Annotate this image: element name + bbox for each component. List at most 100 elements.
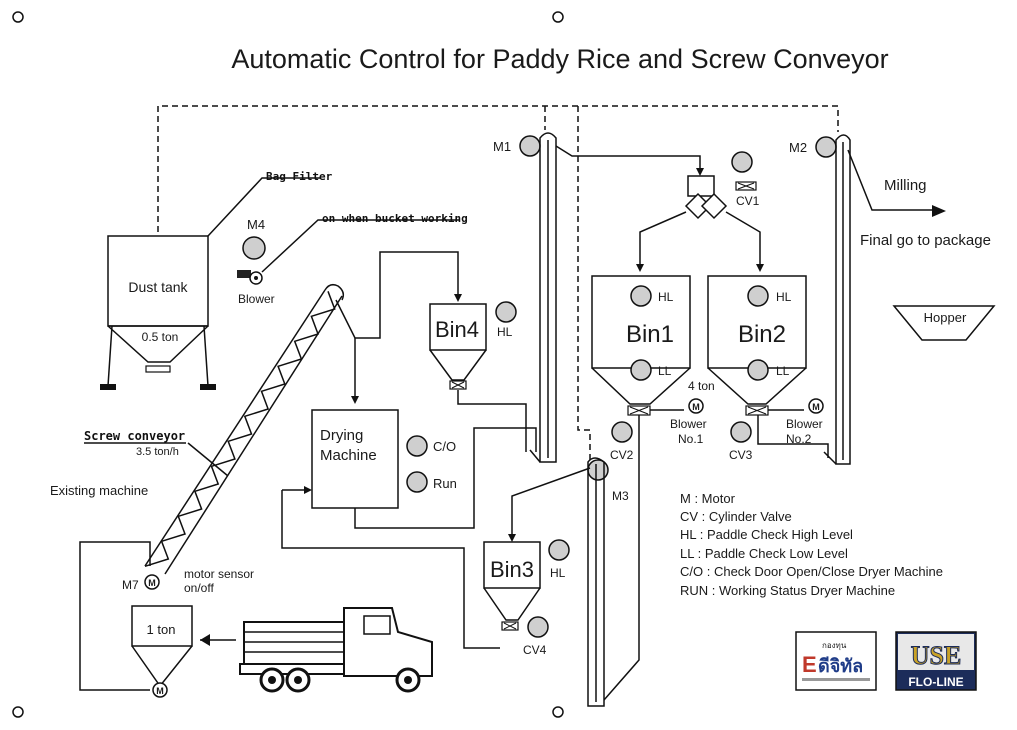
run-label: Run <box>433 476 457 491</box>
svg-text:E: E <box>802 652 817 677</box>
bin2-ll-label: LL <box>776 364 790 378</box>
m1-label: M1 <box>493 139 511 154</box>
bin2-outlet-line <box>757 415 829 458</box>
blower1-label-1: Blower <box>670 417 707 431</box>
milling-line <box>847 149 940 211</box>
bin1-hl-sensor <box>630 285 652 307</box>
drying-machine <box>311 409 399 509</box>
blower1-motor-icon <box>688 398 704 414</box>
dust-tank-capacity: 0.5 ton <box>142 330 179 344</box>
svg-text:M: M <box>156 686 164 696</box>
corner-hole-top-center <box>552 11 564 23</box>
co-sensor <box>406 435 428 457</box>
dryer-return-line <box>281 490 500 649</box>
bin3-hl-sensor <box>548 539 570 561</box>
svg-text:FLO-LINE: FLO-LINE <box>908 675 963 689</box>
m1-to-cv1 <box>555 145 701 174</box>
cv4-label: CV4 <box>523 643 547 657</box>
svg-text:M: M <box>692 402 700 412</box>
hopper-motor-icon <box>152 682 168 698</box>
legend-item: HL : Paddle Check High Level <box>680 527 853 542</box>
cv3-sensor <box>730 421 752 443</box>
bin2-label: Bin2 <box>738 321 786 348</box>
svg-text:ดีจิทัล: ดีจิทัล <box>818 656 863 677</box>
m7-motor-icon <box>144 574 160 590</box>
one-ton-label: 1 ton <box>147 622 176 637</box>
bin2-ll-sensor <box>747 359 769 381</box>
bin2-hl-sensor <box>747 285 769 307</box>
m3-to-bin3 <box>511 467 591 540</box>
use-flo-line-logo: USE FLO-LINE <box>895 631 977 691</box>
m3-label: M3 <box>612 489 629 503</box>
legend-item: M : Motor <box>680 491 736 506</box>
blower2-motor-icon <box>808 398 824 414</box>
legend: M : Motor CV : Cylinder Valve HL : Paddl… <box>680 491 943 598</box>
bin1-label: Bin1 <box>626 321 674 348</box>
m4-sensor <box>242 236 266 260</box>
legend-item: RUN : Working Status Dryer Machine <box>680 583 895 598</box>
svg-text:M: M <box>812 402 820 412</box>
svg-text:M: M <box>148 578 156 588</box>
m2-label: M2 <box>789 140 807 155</box>
legend-item: C/O : Check Door Open/Close Dryer Machin… <box>680 564 943 579</box>
m7-label: M7 <box>122 578 139 592</box>
screw-conveyor <box>144 283 345 575</box>
hopper <box>892 305 996 341</box>
final-package-label: Final go to package <box>860 232 991 249</box>
cv1-to-bin2 <box>725 211 761 270</box>
digital-fund-logo: กองทุน E ดีจิทัล <box>795 631 877 691</box>
m2-elevator <box>835 134 851 465</box>
screw-conveyor-label: Screw conveyor <box>84 429 185 443</box>
dust-tank <box>100 235 216 390</box>
screw-conveyor-leader <box>187 442 229 477</box>
dust-duct-branch-2 <box>577 106 591 460</box>
bin1-ll-sensor <box>630 359 652 381</box>
existing-machine-label: Existing machine <box>50 483 148 498</box>
svg-text:กองทุน: กองทุน <box>822 641 847 650</box>
co-label: C/O <box>433 439 456 454</box>
corner-hole-bottom-left <box>12 706 24 718</box>
cv2-label: CV2 <box>610 448 634 462</box>
dust-tank-label: Dust tank <box>128 279 188 295</box>
svg-text:USE: USE <box>911 641 962 670</box>
hopper-label: Hopper <box>924 310 967 325</box>
cv1-sensor <box>731 151 753 173</box>
diagram-title: Automatic Control for Paddy Rice and Scr… <box>231 44 888 74</box>
m3-sensor <box>587 459 609 481</box>
legend-item: CV : Cylinder Valve <box>680 509 792 524</box>
cv1-to-bin1 <box>639 211 687 270</box>
existing-feed-line <box>79 541 151 691</box>
blower2-label-2: No.2 <box>786 432 812 446</box>
blower1-label-2: No.1 <box>678 432 704 446</box>
bin3-hl-label: HL <box>550 566 566 580</box>
corner-hole-top-left <box>12 11 24 23</box>
bag-filter-leader <box>207 177 320 237</box>
legend-item: LL : Paddle Check Low Level <box>680 546 848 561</box>
cv1-label: CV1 <box>736 194 760 208</box>
bin4-hl-sensor <box>495 301 517 323</box>
bin3 <box>483 541 541 631</box>
run-sensor <box>406 471 428 493</box>
m2-sensor <box>815 136 837 158</box>
bin2-hl-label: HL <box>776 290 792 304</box>
drying-machine-label-1: Drying <box>320 427 363 444</box>
m4-label: M4 <box>247 217 265 232</box>
bin4-label: Bin4 <box>435 317 479 342</box>
blower-label: Blower <box>238 292 275 306</box>
cv4-sensor <box>527 616 549 638</box>
dump-truck-icon <box>200 607 433 693</box>
motor-sensor-label: motor sensor <box>184 567 254 581</box>
bin1-ll-label: LL <box>658 364 672 378</box>
screw-conveyor-capacity: 3.5 ton/h <box>136 446 179 458</box>
m3-elevator <box>587 457 605 707</box>
motor-sensor-label-2: on/off <box>184 581 214 595</box>
cv2-sensor <box>611 421 633 443</box>
bin3-label: Bin3 <box>490 557 534 582</box>
bucket-note: on when bucket working <box>322 212 468 225</box>
corner-hole-bottom-center <box>552 706 564 718</box>
cv3-label: CV3 <box>729 448 753 462</box>
dryer-outlet-line <box>354 427 537 529</box>
one-ton-hopper <box>131 605 193 688</box>
bin4-outlet-line <box>457 390 527 452</box>
